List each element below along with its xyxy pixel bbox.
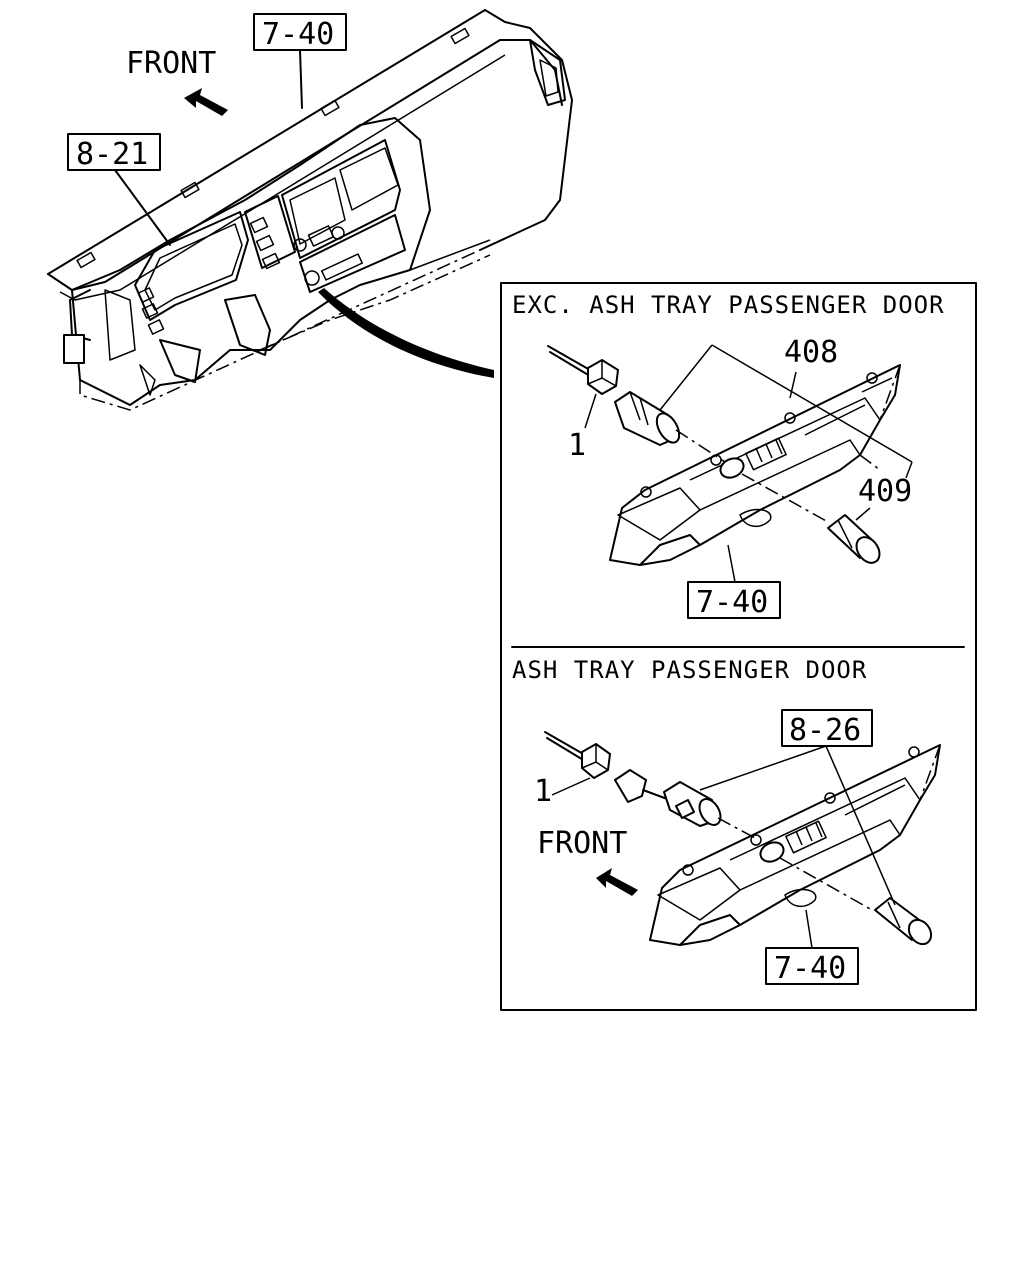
lighter-socket — [614, 391, 681, 446]
part-number-1-upper: 1 — [568, 428, 586, 463]
cigarette-lighter — [827, 514, 881, 564]
dashboard-center-panel-lower — [649, 744, 941, 946]
upper-panel-title: EXC. ASH TRAY PASSENGER DOOR — [512, 291, 945, 319]
svg-text:8-26: 8-26 — [789, 713, 861, 748]
front-label-lower: FRONT — [537, 826, 627, 861]
callout-box-dashboard: 7-40 — [253, 13, 347, 109]
front-arrow-icon-lower — [596, 868, 638, 896]
dashboard-center-panel — [609, 364, 901, 566]
front-arrow-icon — [184, 88, 228, 116]
callout-box-panel-upper: 7-40 — [687, 544, 781, 620]
callout-box-meter: 8-21 — [67, 133, 171, 246]
detail-leader-line — [318, 288, 494, 378]
connector-plug — [547, 345, 619, 395]
part-number-408: 408 — [784, 335, 838, 370]
svg-text:7-40: 7-40 — [696, 585, 768, 620]
callout-box-panel-lower: 7-40 — [765, 909, 859, 986]
lighter-socket-lower — [614, 769, 722, 827]
svg-text:7-40: 7-40 — [774, 951, 846, 986]
connector-plug-lower — [544, 731, 611, 779]
svg-text:8-21: 8-21 — [76, 137, 148, 172]
dashboard-illustration — [47, 9, 573, 411]
part-number-1-lower: 1 — [534, 774, 552, 809]
lower-panel-title: ASH TRAY PASSENGER DOOR — [512, 656, 867, 684]
detail-panel-frame — [500, 282, 977, 1011]
svg-text:7-40: 7-40 — [262, 17, 334, 52]
callout-box-lighter-lower: 8-26 — [699, 709, 896, 906]
part-number-409: 409 — [858, 474, 912, 509]
cigarette-lighter-lower — [874, 897, 933, 946]
front-label: FRONT — [126, 46, 216, 81]
